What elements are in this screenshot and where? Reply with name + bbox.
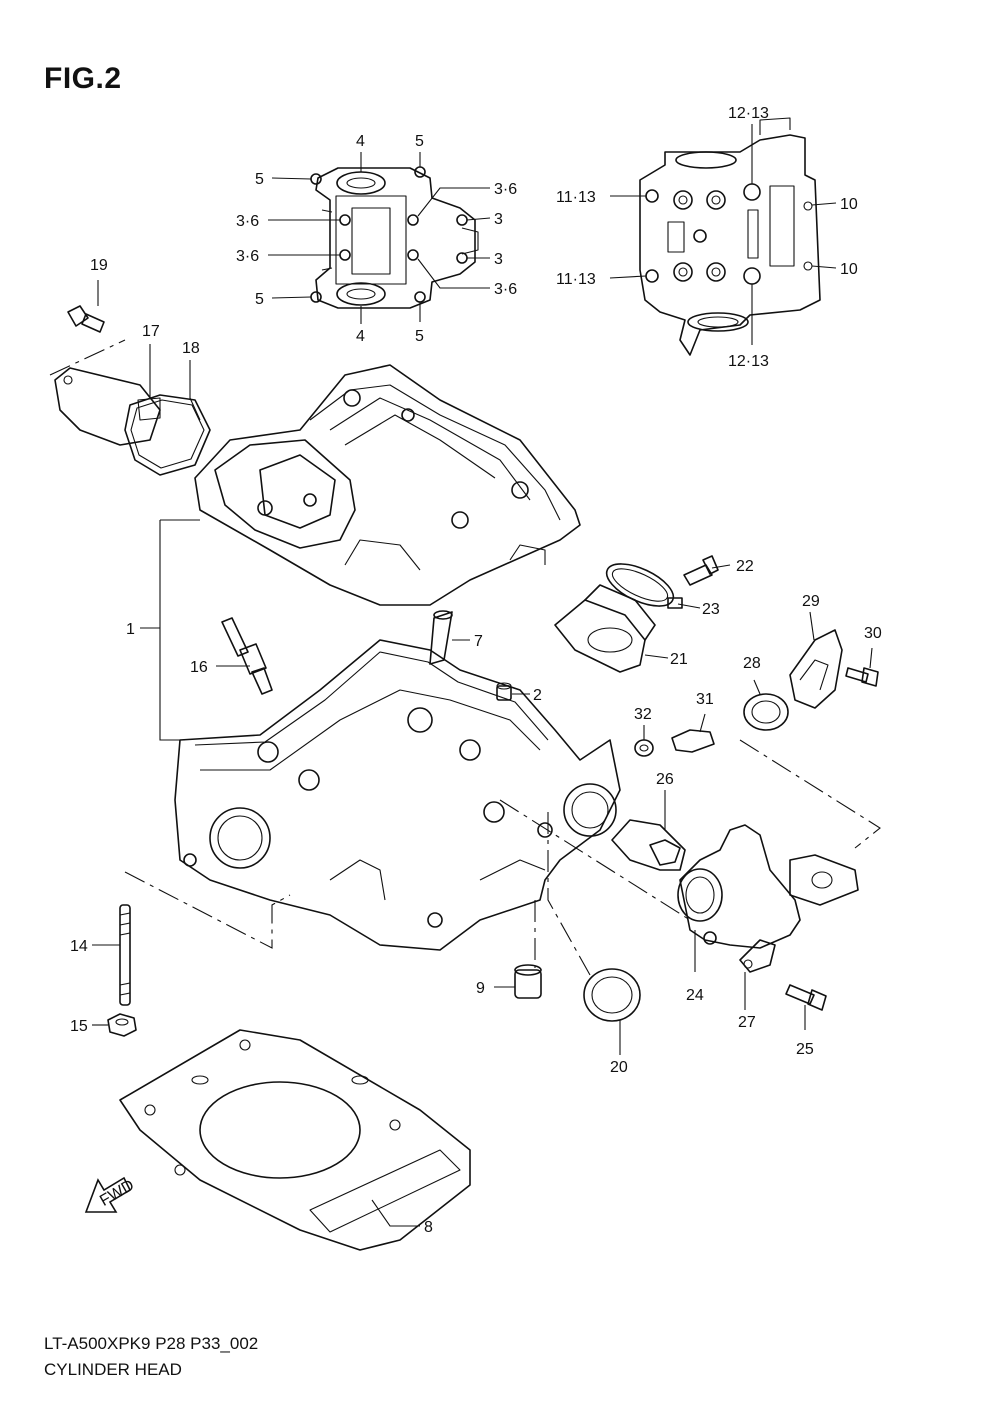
thermostat-26 <box>611 819 686 871</box>
cap-28 <box>743 693 789 731</box>
callout-10b: 10 <box>840 261 858 278</box>
leader-lines <box>92 124 873 1227</box>
callout-10a: 10 <box>840 196 858 213</box>
callout-16: 16 <box>190 659 208 676</box>
bolt-19 <box>67 305 105 333</box>
oring-gasket-18 <box>124 394 211 476</box>
screw-22 <box>683 555 719 586</box>
callout-29: 29 <box>802 593 820 610</box>
sensor-31 <box>671 729 715 753</box>
callout-3a: 3 <box>494 211 503 228</box>
callout-22: 22 <box>736 558 754 575</box>
callout-7: 7 <box>474 633 483 650</box>
bracket-29 <box>789 629 843 709</box>
callout-1213b: 12·13 <box>728 353 769 370</box>
valve-guide-7 <box>429 610 453 665</box>
callout-32: 32 <box>634 706 652 723</box>
callout-1113a: 11·13 <box>556 189 596 206</box>
callout-17: 17 <box>142 323 160 340</box>
bolt-30 <box>845 667 879 687</box>
cylinder-head <box>174 639 621 951</box>
callout-1113b: 11·13 <box>556 271 596 288</box>
callout-labels: 1 2 3 3 3·6 3·6 3·6 3·6 4 4 5 5 5 5 7 8 … <box>70 105 882 1236</box>
callout-1213a: 12·13 <box>728 105 769 122</box>
clamp-23 <box>605 563 683 609</box>
callout-28: 28 <box>743 655 761 672</box>
callout-25: 25 <box>796 1041 814 1058</box>
spark-plug-16 <box>221 617 273 695</box>
figure-title: FIG.2 <box>44 62 122 95</box>
assembly-dash-lines <box>49 339 881 976</box>
callout-36b: 3·6 <box>236 248 259 265</box>
breather-cover-17 <box>54 367 161 446</box>
callout-31: 31 <box>696 691 714 708</box>
cylinder-head-gasket-8 <box>119 1029 471 1251</box>
callout-8: 8 <box>424 1219 433 1236</box>
bolt-25 <box>785 984 827 1011</box>
dowel-pin-9 <box>514 964 542 999</box>
stud-bolt-14 <box>119 904 131 1006</box>
callout-21: 21 <box>670 651 688 668</box>
callout-27: 27 <box>738 1014 756 1031</box>
callout-15: 15 <box>70 1018 88 1035</box>
callout-2: 2 <box>533 687 542 704</box>
callout-4a: 4 <box>356 133 365 150</box>
callout-14: 14 <box>70 938 88 955</box>
callout-3b: 3 <box>494 251 503 268</box>
callout-5a: 5 <box>255 171 264 188</box>
callout-5d: 5 <box>415 328 424 345</box>
cylinder-head-top-view <box>639 117 821 356</box>
plug-cap-20 <box>583 968 641 1022</box>
fwd-arrow-icon: FWD <box>84 1177 137 1213</box>
callout-24: 24 <box>686 987 704 1004</box>
callout-5c: 5 <box>255 291 264 308</box>
section-name-label: CYLINDER HEAD <box>44 1360 182 1379</box>
cap-2 <box>496 682 512 701</box>
callout-9: 9 <box>476 980 485 997</box>
gasket-27 <box>739 939 776 973</box>
callout-1: 1 <box>126 621 135 638</box>
callout-36a: 3·6 <box>236 213 259 230</box>
callout-18: 18 <box>182 340 200 357</box>
callout-4b: 4 <box>356 328 365 345</box>
cylinder-head-cover <box>194 364 581 606</box>
model-code-label: LT-A500XPK9 P28 P33_002 <box>44 1334 259 1353</box>
callout-23: 23 <box>702 601 720 618</box>
nut-15 <box>107 1013 137 1037</box>
callout-20: 20 <box>610 1059 628 1076</box>
intake-pipe-21 <box>554 584 656 673</box>
callout-19: 19 <box>90 257 108 274</box>
callout-36c: 3·6 <box>494 181 517 198</box>
thermostat-case-24 <box>677 824 859 949</box>
callout-5b: 5 <box>415 133 424 150</box>
washer-32 <box>634 739 654 757</box>
callout-30: 30 <box>864 625 882 642</box>
callout-26: 26 <box>656 771 674 788</box>
callout-36d: 3·6 <box>494 281 517 298</box>
